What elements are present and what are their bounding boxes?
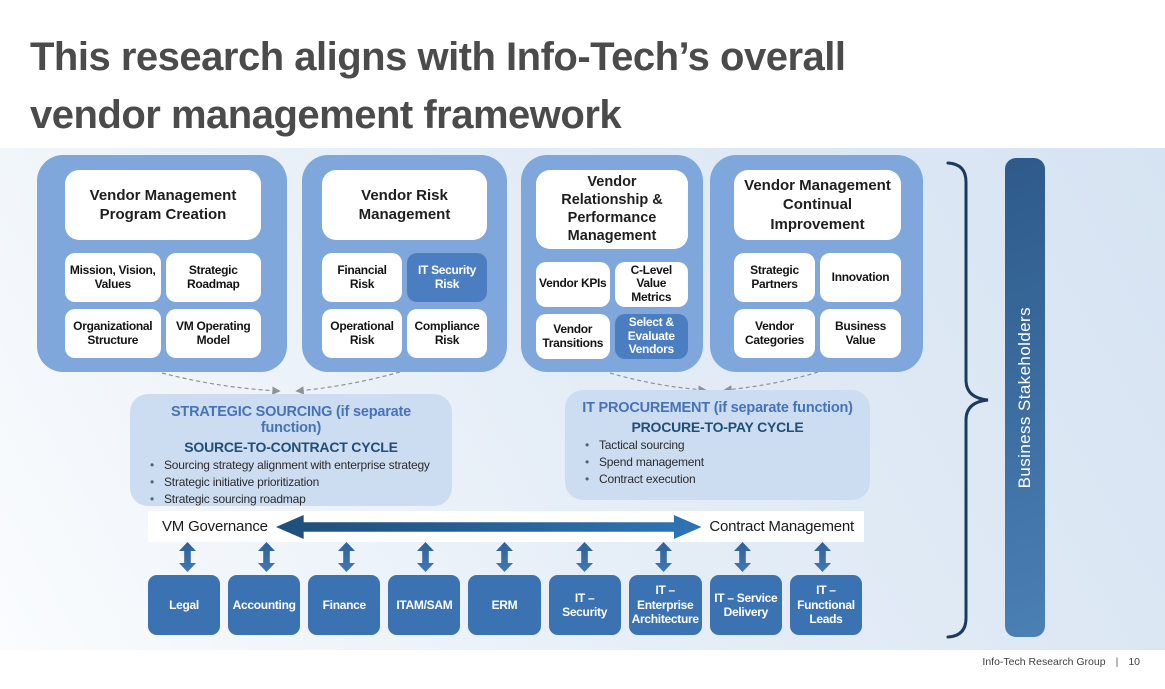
panel-heading: STRATEGIC SOURCING (if separate function…: [170, 404, 412, 436]
department-row: Legal Accounting Finance ITAM/SAM ERM IT…: [148, 575, 862, 635]
pillar-cell: Organizational Structure: [65, 309, 161, 358]
bullet-item: Contract execution: [585, 471, 858, 488]
pillar-cell: IT Security Risk: [407, 253, 487, 302]
department-box-it-functional-leads: IT – Functional Leads: [789, 575, 862, 635]
up-down-arrow-icon: [307, 542, 386, 572]
footer-separator: |: [1115, 656, 1119, 668]
pillar-cell: Innovation: [820, 253, 901, 302]
slide-footer: Info-Tech Research Group | 10: [982, 656, 1140, 668]
bullet-item: Strategic initiative prioritization: [150, 474, 440, 491]
up-down-arrow-icon: [227, 542, 306, 572]
pillar-cell: VM Operating Model: [165, 309, 261, 358]
pillar-grid: Financial Risk IT Security Risk Operatio…: [322, 253, 487, 358]
footer-page-number: 10: [1128, 656, 1140, 668]
business-stakeholders-bar: Business Stakeholders: [1005, 158, 1045, 637]
title-line-2: vendor management framework: [30, 93, 622, 137]
pillar-continual-improvement: Vendor Management Continual Improvement …: [710, 155, 923, 372]
it-procurement-panel: IT PROCUREMENT (if separate function) PR…: [565, 390, 870, 500]
pillar-cell: Vendor KPIs: [536, 261, 610, 307]
connector-arrow-row: [148, 542, 862, 572]
two-way-arrow-icon: [275, 514, 702, 539]
bullet-item: Spend management: [585, 454, 858, 471]
pillar-cell: C-Level Value Metrics: [614, 261, 688, 307]
pillar-risk-management: Vendor Risk Management Financial Risk IT…: [302, 155, 507, 372]
up-down-arrow-icon: [545, 542, 624, 572]
up-down-arrow-icon: [465, 542, 544, 572]
pillar-cell: Strategic Partners: [734, 253, 815, 302]
pillar-cell: Strategic Roadmap: [165, 253, 261, 302]
panel-cycle-title: SOURCE-TO-CONTRACT CYCLE: [184, 439, 398, 455]
pillar-program-creation: Vendor Management Program Creation Missi…: [37, 155, 287, 372]
department-box-it-service-delivery: IT – Service Delivery: [709, 575, 782, 635]
up-down-arrow-icon: [148, 542, 227, 572]
pillar-cell: Operational Risk: [322, 309, 402, 358]
panel-bullet-list: Sourcing strategy alignment with enterpr…: [142, 457, 440, 508]
pillar-title: Vendor Relationship & Performance Manage…: [536, 170, 688, 249]
panel-bullet-list: Tactical sourcing Spend management Contr…: [577, 437, 858, 488]
pillar-grid: Strategic Partners Innovation Vendor Cat…: [734, 253, 901, 358]
title-line-1: This research aligns with Info-Tech’s ov…: [30, 35, 846, 79]
department-box-legal: Legal: [148, 575, 221, 635]
pillar-grid: Mission, Vision, Values Strategic Roadma…: [65, 253, 261, 358]
department-box-accounting: Accounting: [228, 575, 301, 635]
bullet-item: Sourcing strategy alignment with enterpr…: [150, 457, 440, 474]
up-down-arrow-icon: [624, 542, 703, 572]
up-down-arrow-icon: [386, 542, 465, 572]
panel-cycle-title: PROCURE-TO-PAY CYCLE: [631, 419, 804, 435]
bullet-item: Tactical sourcing: [585, 437, 858, 454]
pillar-title: Vendor Management Program Creation: [65, 170, 261, 240]
department-box-erm: ERM: [468, 575, 541, 635]
contract-management-label: Contract Management: [709, 518, 854, 535]
pillar-cell: Vendor Transitions: [536, 313, 610, 360]
pillar-cell: Mission, Vision, Values: [65, 253, 161, 302]
pillar-relationship-performance: Vendor Relationship & Performance Manage…: [521, 155, 703, 372]
pillar-title: Vendor Risk Management: [322, 170, 487, 240]
pillar-cell: Business Value: [820, 309, 901, 358]
pillar-cell: Vendor Categories: [734, 309, 815, 358]
curly-brace-icon: [946, 161, 989, 639]
panel-heading: IT PROCUREMENT (if separate function): [582, 400, 853, 416]
pillar-cell: Select & Evaluate Vendors: [614, 313, 688, 360]
page-title: This research aligns with Info-Tech’s ov…: [30, 28, 1090, 144]
department-box-itam-sam: ITAM/SAM: [388, 575, 461, 635]
pillar-cell: Compliance Risk: [407, 309, 487, 358]
governance-band: VM Governance Contract Management: [148, 511, 864, 542]
vm-governance-label: VM Governance: [162, 518, 268, 535]
pillar-grid: Vendor KPIs C-Level Value Metrics Vendor…: [536, 261, 688, 360]
department-box-finance: Finance: [308, 575, 381, 635]
bullet-item: Strategic sourcing roadmap: [150, 491, 440, 508]
pillar-title: Vendor Management Continual Improvement: [734, 170, 901, 240]
department-box-it-security: IT – Security: [548, 575, 621, 635]
up-down-arrow-icon: [783, 542, 862, 572]
department-box-it-enterprise-architecture: IT – Enterprise Architecture: [628, 575, 702, 635]
up-down-arrow-icon: [703, 542, 782, 572]
pillar-cell: Financial Risk: [322, 253, 402, 302]
footer-brand: Info-Tech Research Group: [982, 656, 1106, 668]
strategic-sourcing-panel: STRATEGIC SOURCING (if separate function…: [130, 394, 452, 508]
business-stakeholders-label: Business Stakeholders: [1015, 306, 1034, 489]
